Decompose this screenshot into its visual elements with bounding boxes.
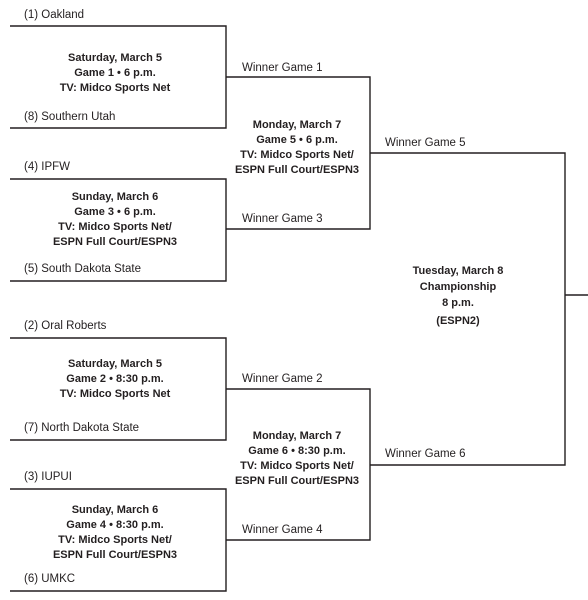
game3-time: Game 3 • 6 p.m. bbox=[74, 206, 156, 218]
game5-tv: TV: Midco Sports Net/ bbox=[240, 149, 354, 161]
winner-game-5: Winner Game 5 bbox=[385, 137, 466, 149]
winner-game-1: Winner Game 1 bbox=[242, 62, 323, 74]
game5-tv-2: ESPN Full Court/ESPN3 bbox=[234, 164, 360, 176]
game2-tv: TV: Midco Sports Net bbox=[59, 388, 171, 400]
game3-bracket-line bbox=[10, 178, 227, 282]
championship-tv: (ESPN2) bbox=[436, 315, 480, 327]
team-ipfw: (4) IPFW bbox=[24, 161, 70, 173]
game2-date: Saturday, March 5 bbox=[68, 358, 162, 370]
game4-tv-2: ESPN Full Court/ESPN3 bbox=[52, 549, 178, 561]
championship-label: Championship bbox=[419, 281, 497, 293]
game6-tv: TV: Midco Sports Net/ bbox=[240, 460, 354, 472]
game4-date: Sunday, March 6 bbox=[71, 504, 159, 516]
game1-date: Saturday, March 5 bbox=[68, 52, 162, 64]
championship-info: Tuesday, March 8 Championship 8 p.m. (ES… bbox=[403, 263, 513, 329]
game5-time: Game 5 • 6 p.m. bbox=[256, 134, 338, 146]
team-iupui: (3) IUPUI bbox=[24, 471, 72, 483]
game3-info: Sunday, March 6 Game 3 • 6 p.m. TV: Midc… bbox=[30, 190, 200, 250]
team-oral-roberts: (2) Oral Roberts bbox=[24, 320, 107, 332]
game4-time: Game 4 • 8:30 p.m. bbox=[66, 519, 164, 531]
game6-date: Monday, March 7 bbox=[252, 430, 342, 442]
championship-date: Tuesday, March 8 bbox=[412, 265, 504, 277]
team-southern-utah: (8) Southern Utah bbox=[24, 111, 116, 123]
team-north-dakota-state: (7) North Dakota State bbox=[24, 422, 140, 434]
game5-date: Monday, March 7 bbox=[252, 119, 342, 131]
winner-game-2: Winner Game 2 bbox=[242, 373, 323, 385]
winner-game-3: Winner Game 3 bbox=[242, 213, 323, 225]
game6-time: Game 6 • 8:30 p.m. bbox=[248, 445, 346, 457]
game4-tv: TV: Midco Sports Net/ bbox=[58, 534, 172, 546]
game3-date: Sunday, March 6 bbox=[71, 191, 159, 203]
team-south-dakota-state: (5) South Dakota State bbox=[24, 263, 141, 275]
team-umkc: (6) UMKC bbox=[24, 573, 76, 585]
game1-tv: TV: Midco Sports Net bbox=[59, 82, 171, 94]
game1-time: Game 1 • 6 p.m. bbox=[74, 67, 156, 79]
team-oakland: (1) Oakland bbox=[24, 9, 85, 21]
game3-tv: TV: Midco Sports Net/ bbox=[58, 221, 172, 233]
game5-info: Monday, March 7 Game 5 • 6 p.m. TV: Midc… bbox=[222, 118, 372, 178]
winner-game-4: Winner Game 4 bbox=[242, 524, 323, 536]
championship-bracket-line bbox=[370, 152, 566, 466]
game4-info: Sunday, March 6 Game 4 • 8:30 p.m. TV: M… bbox=[30, 503, 200, 563]
game6-tv-2: ESPN Full Court/ESPN3 bbox=[234, 475, 360, 487]
game2-time: Game 2 • 8:30 p.m. bbox=[66, 373, 164, 385]
winner-game-6: Winner Game 6 bbox=[385, 448, 466, 460]
game3-tv-2: ESPN Full Court/ESPN3 bbox=[52, 236, 178, 248]
game6-info: Monday, March 7 Game 6 • 8:30 p.m. TV: M… bbox=[222, 429, 372, 489]
game2-info: Saturday, March 5 Game 2 • 8:30 p.m. TV:… bbox=[30, 357, 200, 402]
championship-time: 8 p.m. bbox=[442, 297, 474, 309]
game1-info: Saturday, March 5 Game 1 • 6 p.m. TV: Mi… bbox=[30, 51, 200, 96]
